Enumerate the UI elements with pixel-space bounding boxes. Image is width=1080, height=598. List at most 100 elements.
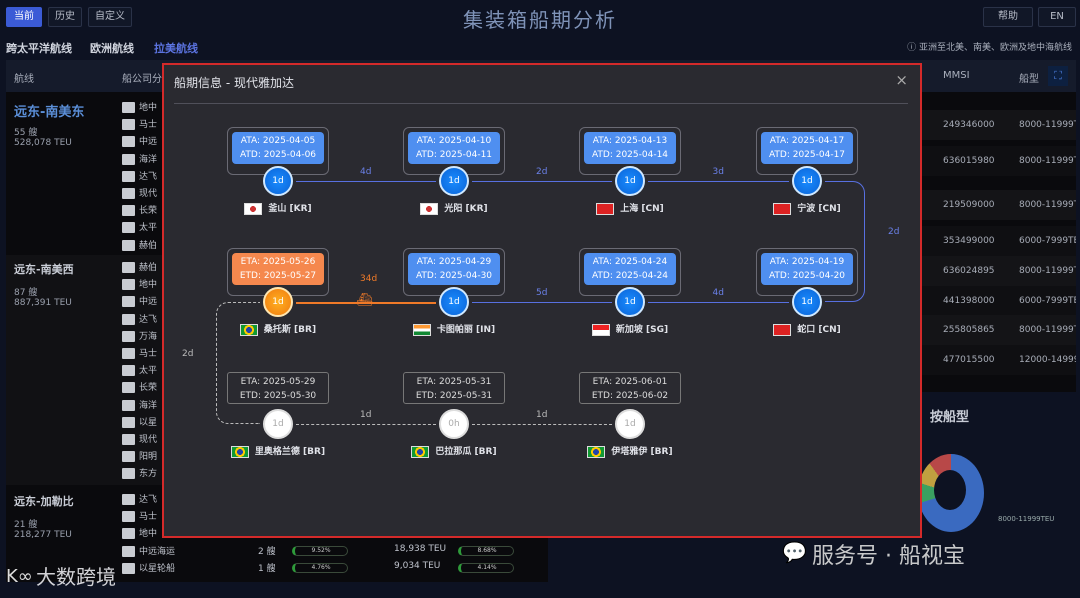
carrier-item: 马士: [122, 117, 157, 131]
port-name: 里奥格兰德 [BR]: [254, 447, 326, 457]
route-tab-2[interactable]: 拉美航线: [154, 42, 198, 55]
language-button[interactable]: EN: [1038, 7, 1076, 27]
route-leg: [648, 181, 789, 182]
table-row[interactable]: 255805865 8000-11999TEU: [922, 315, 1076, 345]
departure-time: ATD: 2025-04-20: [768, 271, 846, 281]
donut-label: 8000-11999TEU: [998, 515, 1055, 523]
teu-total: 887,391 TEU: [14, 298, 72, 308]
ship-type: 8000-11999TEU: [1019, 325, 1076, 335]
mmsi: 249346000: [943, 120, 995, 130]
fullscreen-icon[interactable]: ⛶: [1048, 66, 1068, 86]
carrier-logo-icon: [122, 239, 135, 251]
route-tab-1[interactable]: 欧洲航线: [90, 42, 134, 55]
wechat-icon: 💬: [782, 540, 807, 564]
leg-duration: 3d: [712, 167, 724, 177]
route-leg: [296, 424, 436, 425]
percent-bar: 4.14%: [458, 562, 514, 573]
percent-bar: 9.52%: [292, 545, 348, 556]
departure-time: ETD: 2025-06-02: [591, 391, 669, 401]
route-leg: [296, 181, 436, 182]
carrier-logo-icon: [122, 279, 135, 291]
teu-total: 218,277 TEU: [14, 530, 72, 540]
mmsi: 636024895: [943, 266, 995, 276]
port-stay-node[interactable]: 1d: [792, 287, 822, 317]
port-label: 新加坡 [SG]: [570, 322, 690, 336]
port-stay-node[interactable]: 1d: [615, 287, 645, 317]
port-stay-node[interactable]: 1d: [439, 166, 469, 196]
mmsi: 255805865: [943, 325, 995, 335]
help-button[interactable]: 帮助: [983, 7, 1033, 27]
route-name[interactable]: 远东-南美东: [14, 105, 85, 120]
route-name[interactable]: 远东-加勒比: [14, 495, 74, 508]
ship-count: 21 艘: [14, 520, 38, 530]
port-stay-node[interactable]: 1d: [615, 166, 645, 196]
flag-br-icon: [230, 445, 249, 458]
carrier-item: 达飞: [122, 169, 157, 182]
carrier-name: 地中: [139, 280, 158, 291]
flag-cn-icon: [596, 202, 615, 215]
chart-title: 按船型: [930, 410, 970, 425]
port-stay-node[interactable]: 0h: [439, 409, 469, 439]
port-name: 蛇口 [CN]: [797, 325, 841, 335]
port-stay-node[interactable]: 1d: [263, 287, 293, 317]
leg-duration: 1d: [536, 410, 548, 420]
route-name[interactable]: 远东-南美西: [14, 263, 74, 276]
port-stay-node[interactable]: 1d: [439, 287, 469, 317]
mmsi: 477015500: [943, 355, 995, 365]
carrier-logo-icon: [122, 296, 135, 308]
route-tab-0[interactable]: 跨太平洋航线: [6, 42, 72, 55]
carrier-item: 海洋: [122, 398, 157, 411]
route-hint: ⓘ 亚洲至北美、南美、欧洲及地中海航线: [907, 43, 1072, 53]
col-route: 航线: [14, 74, 34, 85]
col-ship-type: 船型: [1019, 74, 1039, 85]
leg-duration: 4d: [360, 167, 372, 177]
flag-kr-icon: [420, 202, 439, 215]
donut-hole: [934, 470, 966, 510]
carrier-logo-icon: [122, 434, 135, 445]
port-stay-node[interactable]: 1d: [792, 166, 822, 196]
carrier-name: 东方: [139, 469, 158, 480]
carrier-item: 阳明: [122, 449, 157, 463]
time-tab-2[interactable]: 自定义: [88, 7, 132, 27]
carrier-name: 马士: [139, 349, 158, 359]
port-stay-node[interactable]: 1d: [615, 409, 645, 439]
close-button[interactable]: ×: [895, 71, 908, 89]
carrier-item: 长荣: [122, 380, 157, 394]
time-tab-1[interactable]: 历史: [48, 7, 82, 27]
port-stay-node[interactable]: 1d: [263, 409, 293, 439]
carrier-logo-icon: [122, 416, 135, 428]
carrier-item: 东方: [122, 466, 158, 480]
port-name: 光阳 [KR]: [444, 204, 488, 214]
port-stay-node[interactable]: 1d: [263, 166, 293, 196]
carrier-name: 海洋: [139, 400, 158, 411]
percent-bar: 4.76%: [292, 562, 348, 573]
mmsi: 441398000: [943, 296, 995, 306]
time-tab-0[interactable]: 当前: [6, 7, 42, 27]
carrier-item: 太平: [122, 220, 157, 234]
route-leg: [472, 181, 612, 182]
carrier-name: 赫伯: [139, 240, 158, 251]
